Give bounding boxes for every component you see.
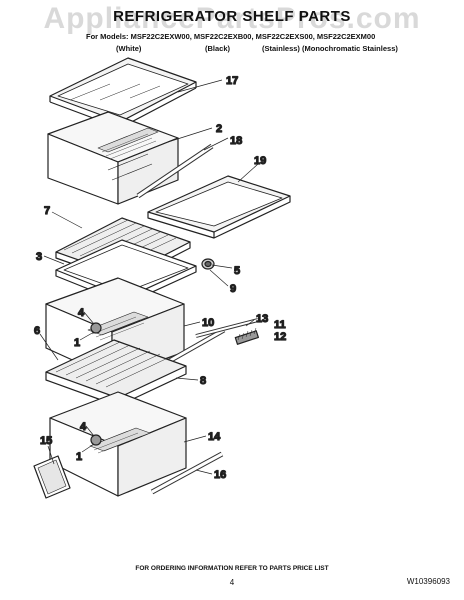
page-number: 4	[229, 578, 235, 587]
callout-8: 8	[200, 375, 206, 387]
part-15-label-card	[33, 455, 71, 499]
callout-1-upper: 1	[74, 337, 80, 349]
model-numbers: For Models: MSF22C2EXW00, MSF22C2EXB00, …	[86, 32, 376, 41]
part-16-slide-rail	[150, 451, 224, 495]
callout-18: 18	[230, 135, 242, 147]
callout-14: 14	[208, 431, 221, 443]
variant-stainless: (Stainless) (Monochromatic Stainless)	[262, 44, 398, 53]
callout-12: 12	[274, 331, 286, 343]
variant-black: (Black)	[205, 44, 231, 53]
callout-4-lower: 4	[80, 421, 87, 433]
callout-5: 5	[234, 265, 240, 277]
callout-17: 17	[226, 75, 238, 87]
site-watermark: AppliancePartsPros.com	[43, 2, 421, 35]
callout-1-lower: 1	[76, 451, 82, 463]
callout-10: 10	[202, 317, 214, 329]
callout-15: 15	[40, 435, 52, 447]
part-13-11-12-rail-assembly	[195, 318, 259, 345]
part-18-slide-rail	[136, 143, 214, 199]
callout-19: 19	[254, 155, 266, 167]
callout-16: 16	[214, 469, 226, 481]
callout-7: 7	[44, 205, 50, 217]
leader-lines	[39, 79, 259, 475]
ordering-note: FOR ORDERING INFORMATION REFER TO PARTS …	[135, 565, 329, 572]
callout-6: 6	[34, 325, 40, 337]
callout-13: 13	[256, 313, 268, 325]
callout-11: 11	[274, 319, 286, 331]
variant-white: (White)	[116, 44, 142, 53]
callout-4-upper: 4	[78, 307, 85, 319]
callout-9: 9	[230, 283, 236, 295]
part-lower-crisper	[49, 391, 187, 497]
part-5-9-adjuster-knob	[201, 258, 215, 270]
part-19-glass-shelf	[147, 175, 291, 239]
page-title: REFRIGERATOR SHELF PARTS	[113, 8, 351, 25]
callout-3: 3	[36, 251, 42, 263]
callout-2: 2	[216, 123, 222, 135]
document-number: W10396093	[406, 577, 450, 586]
part-2-upper-crisper	[47, 111, 179, 205]
